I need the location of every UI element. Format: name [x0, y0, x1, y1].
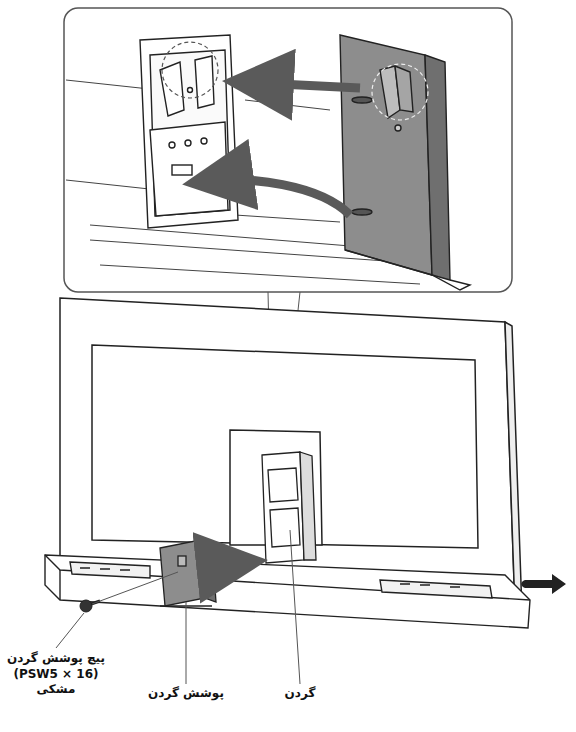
part-label: گردن [283, 686, 318, 702]
part-label: پیچ پوشش گردن (PSW5 × 16) مشکی [3, 651, 109, 698]
part-label: پوشش گردن [146, 686, 226, 702]
